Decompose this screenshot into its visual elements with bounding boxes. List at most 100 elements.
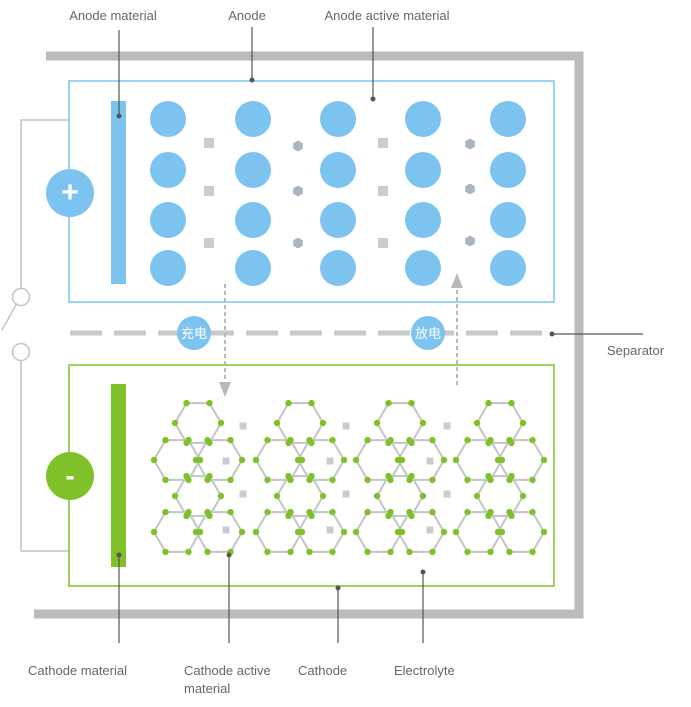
anode-particle: [320, 101, 356, 137]
lattice-atom: [264, 476, 271, 484]
cathode-lattice: [150, 399, 548, 556]
lattice-atom: [185, 508, 192, 516]
leader-dots: [116, 77, 555, 591]
positive-terminal-icon: [46, 169, 94, 217]
anion: [465, 183, 475, 195]
lattice-atom: [485, 472, 492, 480]
lattice-atom: [373, 492, 381, 500]
anode-particle: [150, 250, 186, 286]
lattice-atom: [406, 436, 413, 444]
lattice-atom: [419, 492, 427, 500]
lattice-atom: [329, 508, 336, 516]
lattice-atom: [264, 548, 271, 556]
lattice-atom: [508, 399, 515, 407]
lithium-ion: [443, 422, 451, 430]
leader-lines: [118, 27, 643, 643]
lattice-atom: [171, 492, 179, 500]
lattice-atom: [319, 492, 327, 500]
negative-terminal-icon: [46, 452, 94, 500]
lattice-atom: [329, 436, 336, 444]
lattice-atom: [294, 456, 302, 464]
lattice-atom: [373, 419, 381, 427]
lattice-atom: [508, 472, 515, 480]
anode-particle: [405, 250, 441, 286]
battery-casing: [34, 51, 584, 619]
lattice-atom: [487, 548, 494, 556]
lattice-atom: [150, 528, 158, 536]
lattice-atom: [364, 436, 371, 444]
lattice-atom: [171, 419, 179, 427]
anode-particle: [490, 250, 526, 286]
lithium-ion: [443, 490, 451, 498]
lithium-ion: [239, 490, 247, 498]
lattice-atom: [308, 472, 315, 480]
charge-badge-label: 充电: [181, 326, 207, 342]
lithium-ion: [342, 490, 350, 498]
lattice-atom: [352, 456, 360, 464]
cathode-label: Cathode: [298, 663, 347, 678]
lattice-atom: [408, 472, 415, 480]
lattice-atom: [287, 508, 294, 516]
lithium-ion: [378, 186, 388, 196]
lattice-atom: [464, 548, 471, 556]
anode-particle: [320, 202, 356, 238]
anode-particle: [235, 152, 271, 188]
lattice-atom: [394, 456, 402, 464]
lattice-atom: [264, 508, 271, 516]
anion: [293, 237, 303, 249]
anode-particle: [320, 152, 356, 188]
lattice-atom: [440, 528, 448, 536]
lattice-atom: [494, 528, 502, 536]
lattice-atom: [183, 399, 190, 407]
lattice-atom: [238, 528, 246, 536]
lithium-ion: [326, 526, 334, 534]
lattice-atom: [340, 456, 348, 464]
lattice-atom: [238, 456, 246, 464]
lithium-ion: [326, 457, 334, 465]
charge-badge: 充电: [177, 316, 211, 350]
lattice-atom: [473, 492, 481, 500]
lattice-atom: [217, 492, 225, 500]
lattice-atom: [287, 436, 294, 444]
lattice-atom: [285, 472, 292, 480]
discharge-badge-label: 放电: [415, 327, 441, 342]
lattice-atom: [287, 548, 294, 556]
anode-particle: [235, 250, 271, 286]
lattice-atom: [506, 508, 513, 516]
lattice-atom: [440, 456, 448, 464]
anion: [293, 140, 303, 152]
lattice-atom: [273, 492, 281, 500]
lattice-atom: [252, 456, 260, 464]
cathode-current-collector: [111, 384, 126, 567]
switch-contact-bottom: [11, 342, 31, 362]
switch-contact-top: [11, 287, 31, 307]
lattice-atom: [385, 399, 392, 407]
anode-particle: [320, 250, 356, 286]
lattice-atom: [385, 472, 392, 480]
lithium-ion: [222, 457, 230, 465]
lattice-atom: [429, 548, 436, 556]
anode-box: [68, 80, 555, 303]
lattice-atom: [183, 472, 190, 480]
lattice-atom: [273, 419, 281, 427]
lattice-atom: [252, 528, 260, 536]
lattice-atom: [227, 436, 234, 444]
lattice-atom: [162, 476, 169, 484]
external-circuit: [1, 119, 69, 552]
electrolyte-label: Electrolyte: [394, 663, 455, 678]
lattice-atom: [264, 436, 271, 444]
anode-ions: [204, 138, 475, 249]
anode-particle: [490, 101, 526, 137]
anode-particle: [405, 152, 441, 188]
lattice-atom: [529, 476, 536, 484]
lithium-ion: [204, 138, 214, 148]
lattice-atom: [329, 476, 336, 484]
anode-label: Anode: [228, 8, 266, 23]
anode-particle: [235, 101, 271, 137]
lithium-ion: [239, 422, 247, 430]
lattice-atom: [162, 436, 169, 444]
cathode-material-label: Cathode material: [28, 663, 127, 678]
lattice-atom: [206, 399, 213, 407]
anode-particle: [405, 202, 441, 238]
